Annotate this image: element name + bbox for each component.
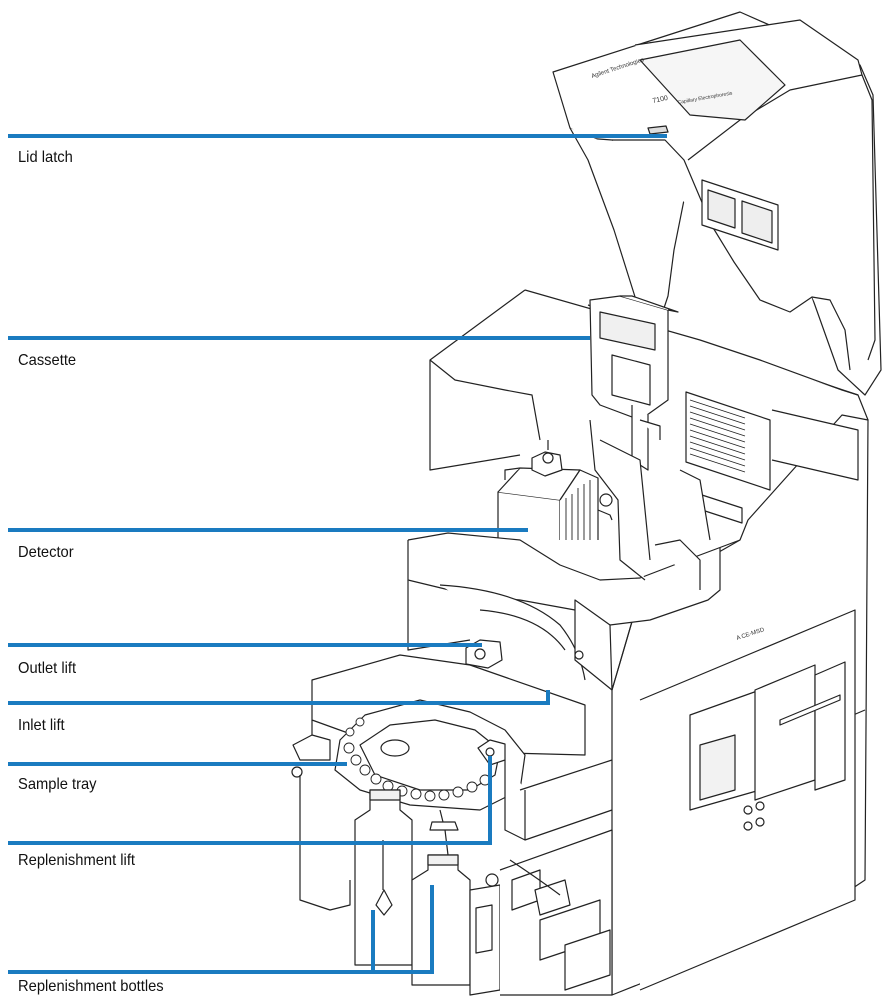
replenishment-bottles (354, 789, 471, 986)
lid-model-text: 7100 (652, 95, 669, 105)
cassette (589, 295, 679, 471)
label-detector: Detector (18, 544, 74, 561)
lid (552, 11, 882, 396)
label-lid-latch: Lid latch (18, 149, 73, 166)
label-inlet-lift: Inlet lift (18, 717, 65, 734)
label-replenishment-bottles: Replenishment bottles (18, 978, 164, 995)
leader-replenishment-bottles (8, 885, 434, 974)
leader-lines (8, 134, 667, 974)
leader-replenishment-lift (8, 756, 492, 845)
front-deck (407, 419, 741, 691)
label-cassette: Cassette (18, 352, 77, 369)
label-replenishment-lift: Replenishment lift (18, 852, 135, 869)
label-sample-tray: Sample tray (18, 776, 97, 793)
leader-inlet-lift (8, 690, 550, 705)
lid-latch-tab (647, 125, 669, 135)
label-outlet-lift: Outlet lift (18, 660, 77, 677)
replenishment-lift (477, 739, 613, 841)
front-panel (469, 829, 613, 996)
